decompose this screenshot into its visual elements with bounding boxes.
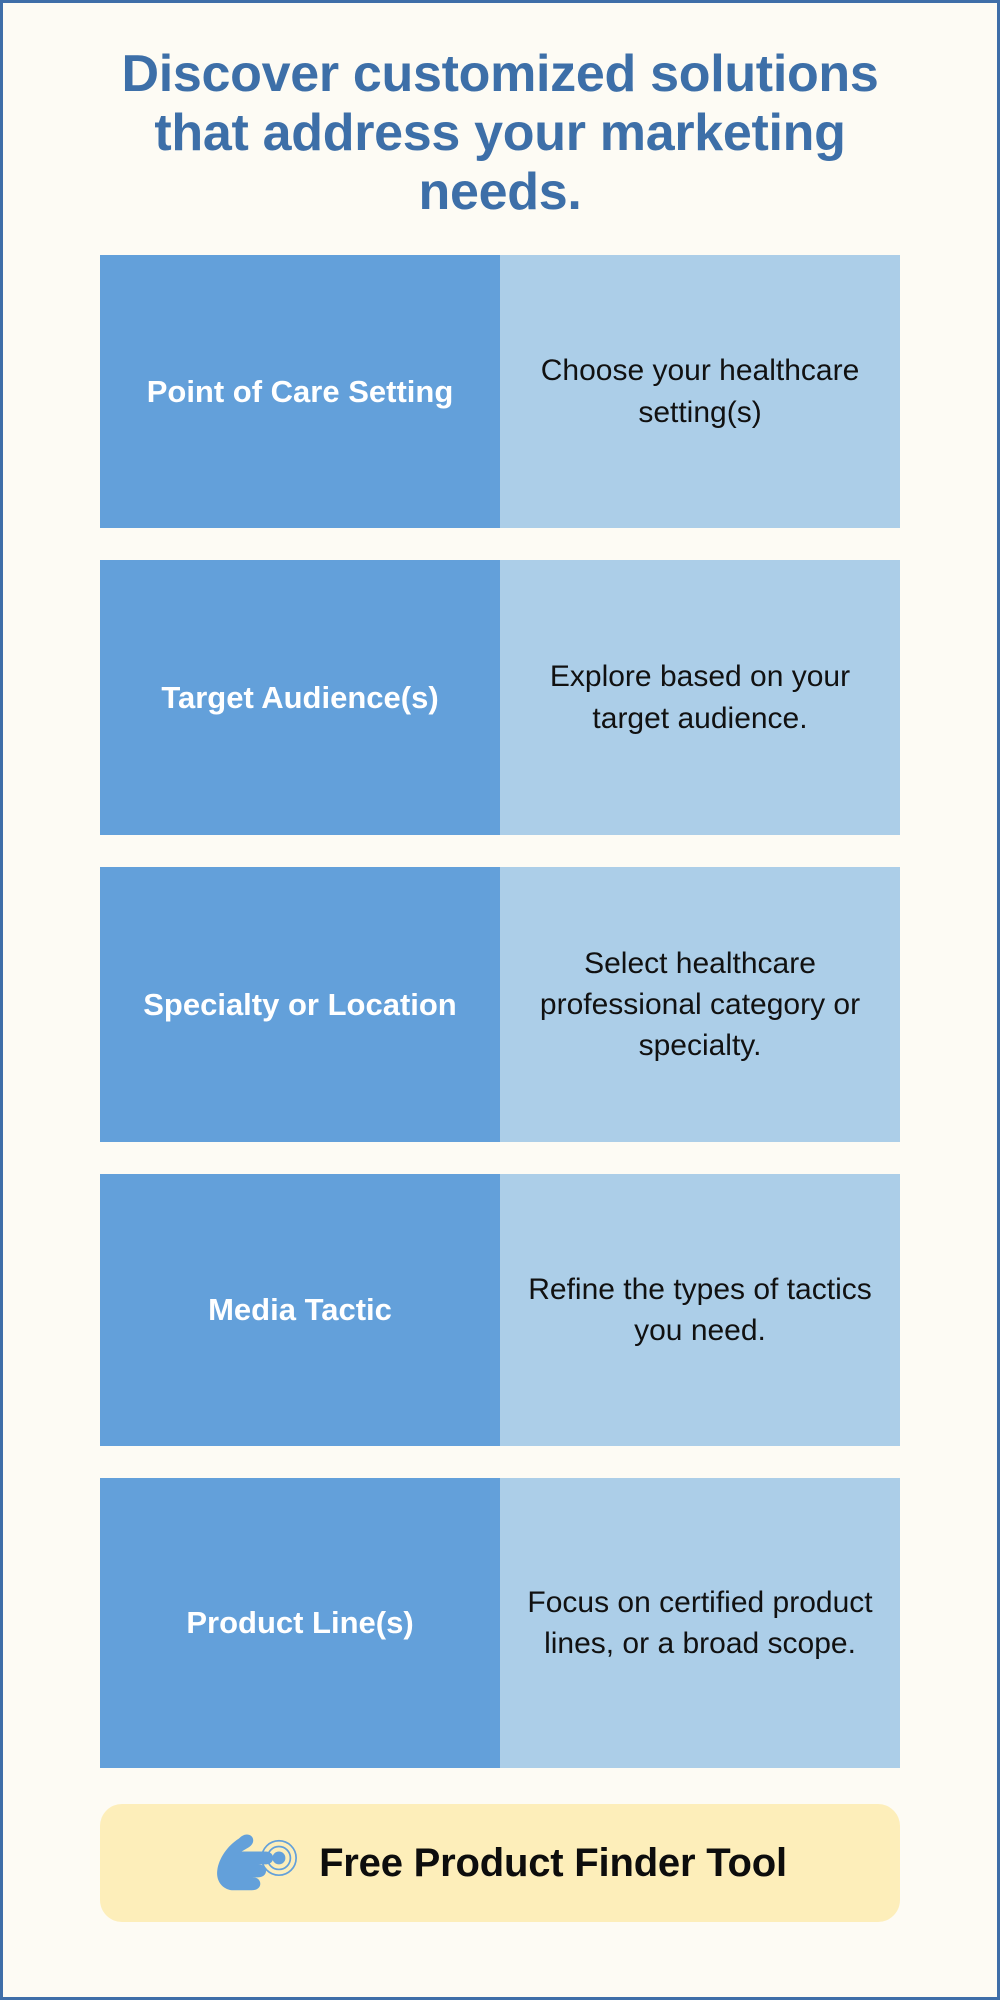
page-title: Discover customized solutions that addre… <box>121 45 879 221</box>
table-row: Target Audience(s) Explore based on your… <box>100 560 900 836</box>
row-description-cell: Focus on certified product lines, or a b… <box>500 1478 900 1769</box>
cta-label: Free Product Finder Tool <box>319 1840 787 1885</box>
free-product-finder-tool-button[interactable]: Free Product Finder Tool <box>100 1804 900 1923</box>
row-label-cell: Specialty or Location <box>100 867 500 1143</box>
row-description-cell: Refine the types of tactics you need. <box>500 1174 900 1447</box>
row-description-cell: Select healthcare professional category … <box>500 867 900 1143</box>
infographic-page: Discover customized solutions that addre… <box>3 3 997 1997</box>
row-label-cell: Media Tactic <box>100 1174 500 1447</box>
row-description-cell: Explore based on your target audience. <box>500 560 900 836</box>
row-label-cell: Product Line(s) <box>100 1478 500 1769</box>
pointing-hand-tap-icon <box>217 1834 298 1891</box>
table-row: Point of Care Setting Choose your health… <box>100 255 900 529</box>
row-label-cell: Target Audience(s) <box>100 560 500 836</box>
table-row: Specialty or Location Select healthcare … <box>100 867 900 1143</box>
feature-table: Point of Care Setting Choose your health… <box>100 255 900 1800</box>
row-label-cell: Point of Care Setting <box>100 255 500 529</box>
row-description-cell: Choose your healthcare setting(s) <box>500 255 900 529</box>
table-row: Media Tactic Refine the types of tactics… <box>100 1174 900 1447</box>
table-row: Product Line(s) Focus on certified produ… <box>100 1478 900 1769</box>
